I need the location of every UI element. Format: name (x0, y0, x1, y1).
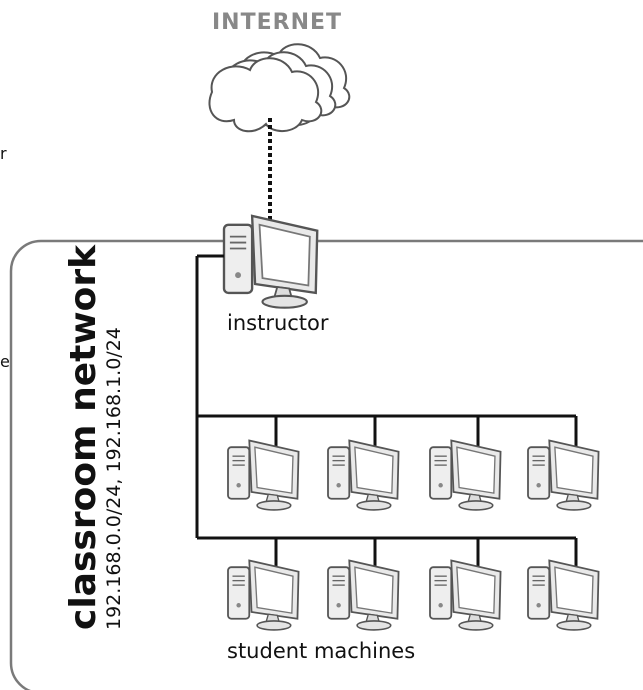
network-title: classroom network (63, 244, 104, 630)
network-wiring (195, 254, 578, 570)
student-computer-icon (227, 439, 300, 511)
student-computer-icon (327, 559, 400, 631)
student-computer-icon (227, 559, 300, 631)
network-caption: classroom network 192.168.0.0/24, 192.16… (63, 244, 129, 630)
cloud-icon (208, 43, 351, 133)
student-computer-icon (527, 559, 600, 631)
network-subnets: 192.168.0.0/24, 192.168.1.0/24 (103, 327, 125, 630)
classroom-frame (9, 239, 643, 690)
instructor-label: instructor (227, 311, 329, 335)
instructor-computer-icon (222, 214, 319, 309)
student-computer-icon (327, 439, 400, 511)
edge-fragment-2: e (0, 352, 10, 371)
student-computer-icon (527, 439, 600, 511)
internet-label: INTERNET (212, 10, 343, 35)
student-computer-icon (429, 439, 502, 511)
student-machines-label: student machines (227, 639, 416, 663)
edge-fragment-1: r (0, 144, 7, 163)
student-computer-icon (429, 559, 502, 631)
